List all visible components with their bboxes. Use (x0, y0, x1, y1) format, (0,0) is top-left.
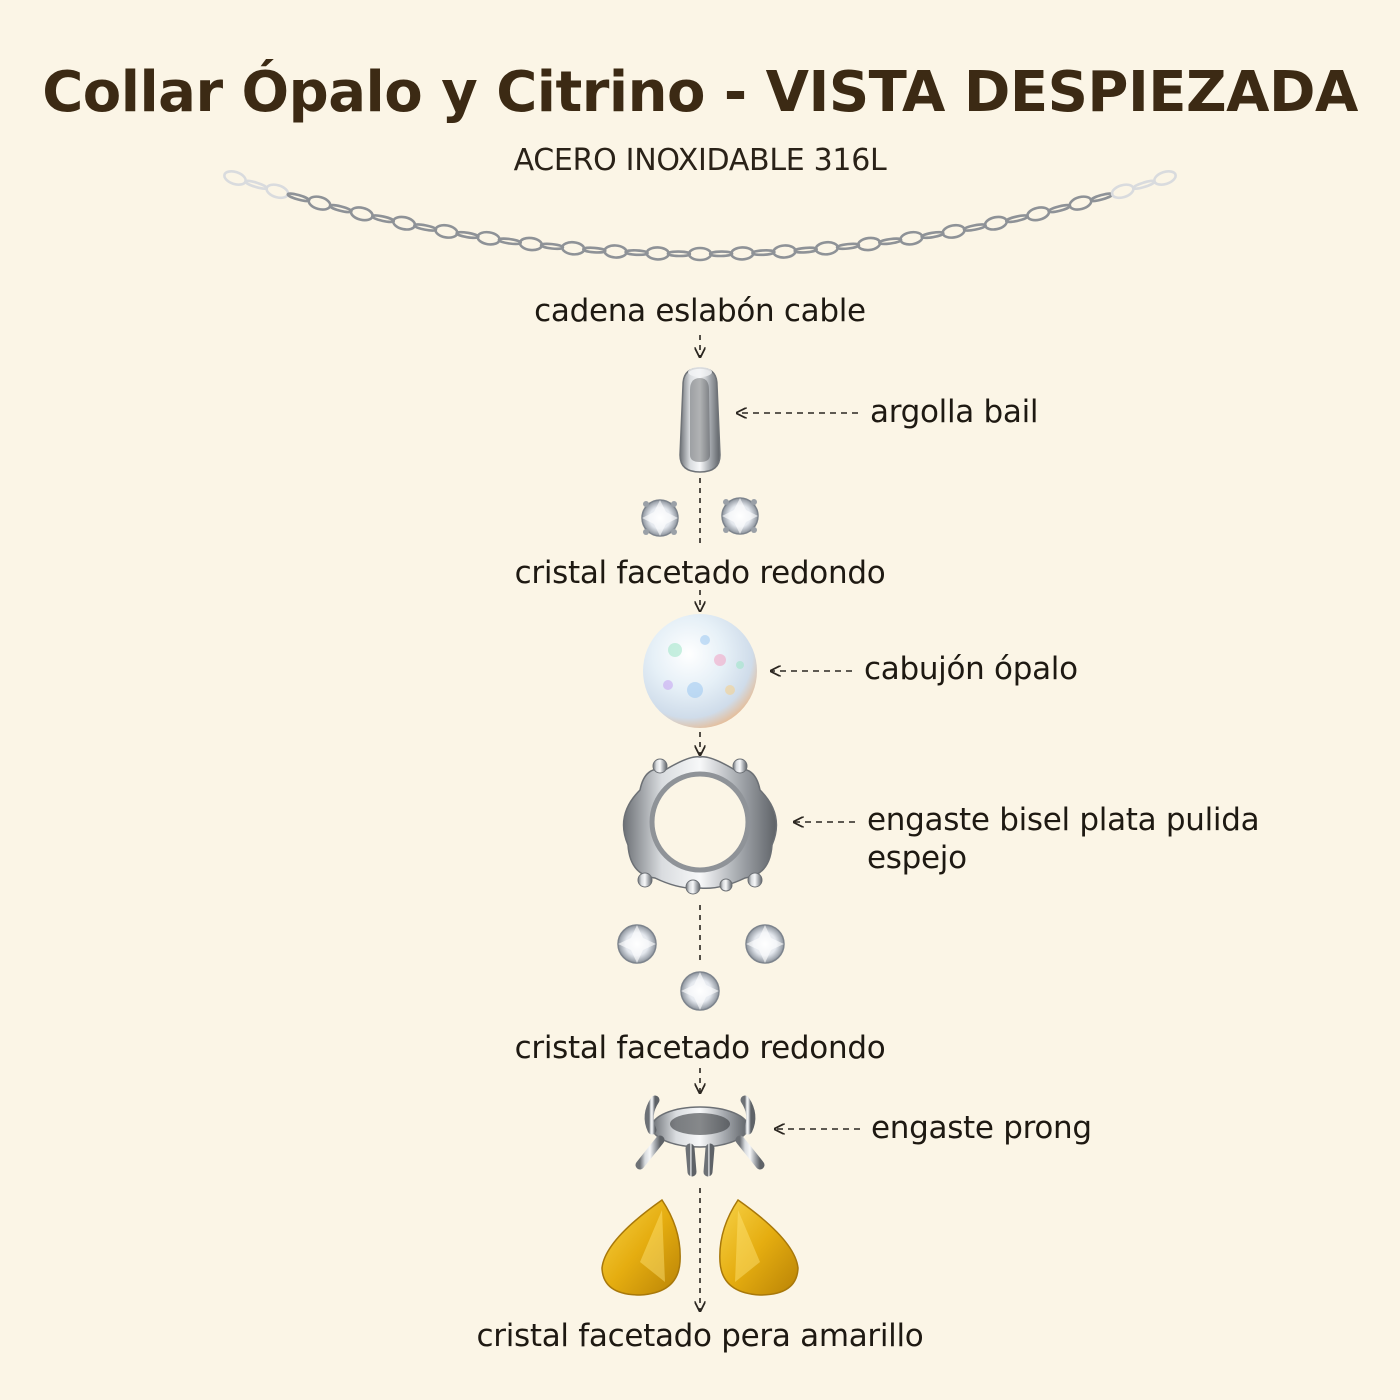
chain-link (624, 249, 649, 257)
chain-link (920, 230, 945, 240)
chain-link (708, 250, 734, 258)
chain-link (751, 249, 776, 257)
chain-link (1004, 214, 1030, 224)
page-title: Collar Ópalo y Citrino - VISTA DESPIEZAD… (42, 60, 1358, 125)
chain-link (455, 230, 480, 240)
chain-link (265, 183, 290, 200)
chain-link (1132, 179, 1156, 190)
chain-link (434, 223, 459, 239)
chain-link (962, 223, 987, 232)
chain-link (1068, 195, 1093, 211)
label-prong: engaste prong (871, 1110, 1092, 1146)
chain-link (687, 246, 713, 262)
chain-link (539, 242, 565, 251)
chain-link (983, 215, 1009, 231)
chain-link (666, 250, 692, 258)
chain-link (772, 244, 797, 259)
chain-link (286, 192, 311, 203)
chain-link (560, 240, 586, 256)
chain-link (856, 236, 882, 252)
page-subtitle: ACERO INOXIDABLE 316L (513, 143, 887, 178)
opal-cabochon (643, 614, 757, 728)
label-bezel: engaste bisel plata pulida espejo (867, 802, 1260, 876)
label-crystals-top: cristal facetado redondo (514, 555, 886, 591)
label-crystals-mid: cristal facetado redondo (514, 1030, 886, 1066)
chain-link (730, 246, 755, 261)
chain-link (1153, 170, 1177, 186)
bail (679, 367, 721, 473)
chain-link (877, 237, 903, 246)
chain-link (1089, 192, 1114, 203)
chain-link (1026, 206, 1051, 222)
chain-link (941, 223, 966, 239)
label-pear: cristal facetado pera amarillo (476, 1318, 924, 1354)
chain-link (814, 240, 840, 256)
chain-link (391, 215, 417, 231)
bezel-setting (622, 756, 778, 895)
chain-link (582, 246, 607, 254)
yellow-pear-crystals (601, 1198, 799, 1296)
chain-link (413, 223, 438, 232)
chain-link (603, 244, 628, 259)
chain-link (793, 246, 818, 254)
prong-setting (635, 1095, 765, 1177)
chain-link (476, 230, 501, 246)
chain-link (244, 179, 268, 190)
chain-link (349, 206, 374, 222)
round-crystals-mid (617, 924, 785, 1011)
chain-link (1110, 183, 1135, 200)
round-crystals-top (641, 497, 759, 537)
chain-link (645, 246, 670, 261)
label-chain: cadena eslabón cable (534, 293, 866, 329)
chain-link (835, 242, 861, 251)
chain-link (370, 214, 396, 224)
label-opal: cabujón ópalo (864, 651, 1078, 687)
chain-link (899, 230, 924, 246)
chain-link (328, 203, 353, 214)
chain-link (518, 236, 544, 252)
label-pointers (738, 413, 860, 1129)
chain-link (497, 237, 523, 246)
chain-link (1047, 203, 1072, 214)
label-bail: argolla bail (870, 394, 1039, 430)
chain-link (307, 195, 332, 211)
cable-chain (223, 170, 1177, 262)
